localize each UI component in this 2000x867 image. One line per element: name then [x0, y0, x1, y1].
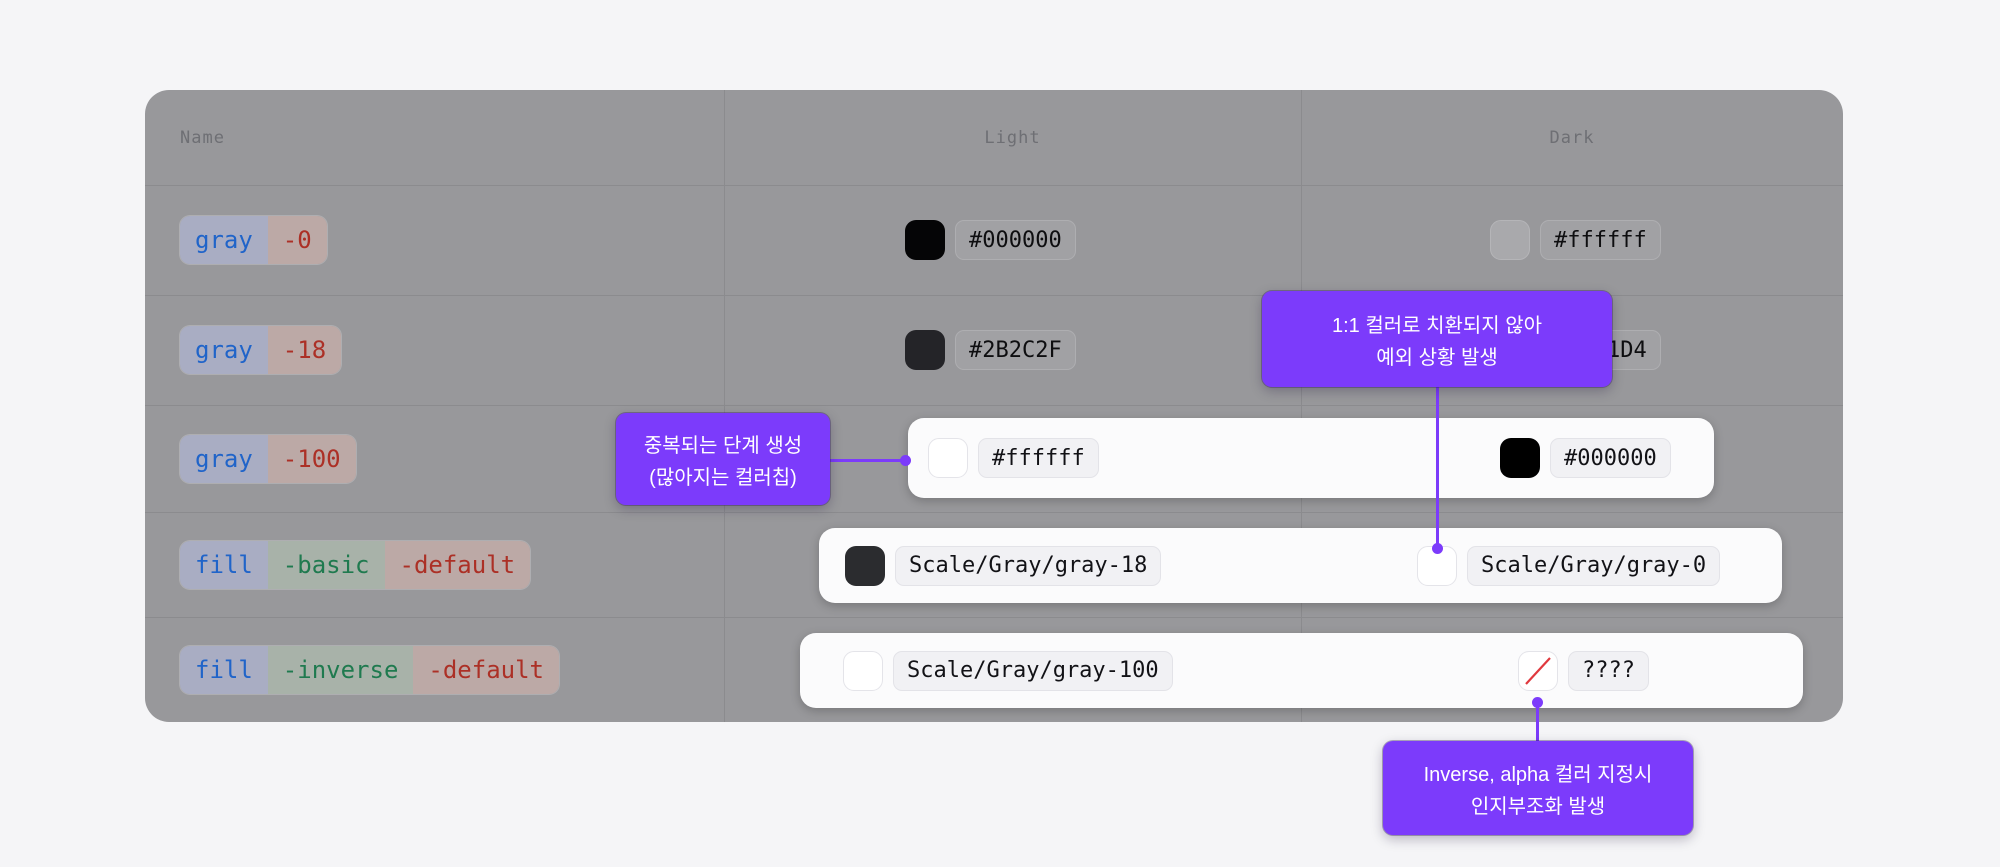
table-row: fill -inverse -default	[145, 617, 1843, 722]
token-segment: gray	[180, 326, 268, 374]
color-swatch	[1490, 220, 1530, 260]
highlight-card-gray-100: #ffffff #000000	[908, 418, 1714, 498]
light-value-group: #000000	[905, 220, 1076, 260]
tooltip-line: 중복되는 단계 생성	[643, 434, 803, 457]
color-swatch	[845, 545, 885, 586]
color-swatch	[1500, 438, 1540, 478]
token-segment: -0	[267, 216, 327, 264]
row-divider	[145, 185, 1843, 186]
color-value-chip: Scale/Gray/gray-0	[1467, 545, 1721, 586]
token-segment: fill	[180, 645, 268, 694]
tooltip-dissonance: Inverse, alpha 컬러 지정시 인지부조화 발생	[1383, 741, 1693, 835]
tooltip-line: Inverse, alpha 컬러 지정시	[1423, 763, 1653, 786]
light-value-group: #ffffff	[928, 438, 1099, 478]
light-value-group: Scale/Gray/gray-18	[845, 545, 1162, 586]
tooltip-line: 예외 상황 발생	[1376, 346, 1498, 369]
connector-line	[1536, 700, 1539, 741]
color-value-chip: Scale/Gray/gray-18	[895, 545, 1162, 586]
variables-table: Name Light Dark gray -0 #000000 #ffffff …	[145, 90, 1843, 722]
row-divider	[145, 512, 1843, 513]
dark-value-group: Scale/Gray/gray-0	[1417, 545, 1721, 586]
highlight-card-fill-inverse: Scale/Gray/gray-100 ????	[800, 633, 1803, 708]
token-name-chip: fill -basic -default	[180, 540, 531, 589]
tooltip-line: 인지부조화 발생	[1470, 795, 1606, 818]
dark-value-group: #ffffff	[1490, 220, 1661, 260]
column-header-dark: Dark	[1549, 127, 1595, 148]
table-row: gray -100	[145, 405, 1843, 512]
token-segment: -default	[384, 540, 531, 589]
table-row: gray -0 #000000 #ffffff	[145, 185, 1843, 295]
color-swatch	[905, 330, 945, 370]
row-divider	[145, 295, 1843, 296]
token-segment: -default	[413, 645, 559, 694]
token-segment: gray	[180, 434, 268, 483]
tooltip-line: 1:1 컬러로 치환되지 않아	[1331, 314, 1543, 337]
color-value-chip: #000000	[1550, 438, 1671, 478]
slash-icon	[1525, 656, 1551, 685]
tooltip-duplicate-steps: 중복되는 단계 생성 (많아지는 컬러칩)	[616, 413, 830, 505]
connector-line	[830, 459, 907, 462]
color-swatch	[843, 650, 883, 691]
color-value-chip: ????	[1568, 650, 1649, 691]
token-segment: fill	[180, 540, 268, 589]
light-value-group: #2B2C2F	[905, 330, 1076, 370]
token-segment: -inverse	[267, 645, 414, 694]
color-value-chip: #000000	[955, 220, 1076, 260]
column-header-name: Name	[180, 127, 225, 148]
token-name-chip: fill -inverse -default	[180, 645, 559, 694]
column-divider	[724, 90, 725, 722]
column-divider	[1301, 90, 1302, 722]
token-segment: -100	[267, 434, 356, 483]
tooltip-exception-case: 1:1 컬러로 치환되지 않아 예외 상황 발생	[1262, 291, 1612, 387]
token-name-chip: gray -100	[180, 434, 356, 483]
token-segment: -18	[267, 326, 342, 374]
color-swatch	[905, 220, 945, 260]
color-swatch	[928, 438, 968, 478]
connector-dot	[900, 455, 911, 466]
color-value-chip: #2B2C2F	[955, 330, 1076, 370]
color-value-chip: #ffffff	[1540, 220, 1661, 260]
highlight-card-fill-basic: Scale/Gray/gray-18 Scale/Gray/gray-0	[819, 528, 1782, 603]
color-value-chip: Scale/Gray/gray-100	[893, 650, 1173, 691]
row-divider	[145, 617, 1843, 618]
token-segment: -basic	[267, 540, 385, 589]
tooltip-line: (많아지는 컬러칩)	[649, 466, 797, 489]
connector-line	[1436, 387, 1439, 550]
light-value-group: Scale/Gray/gray-100	[843, 650, 1173, 691]
dark-value-group: ????	[1518, 650, 1649, 691]
row-divider	[145, 405, 1843, 406]
token-segment: gray	[180, 216, 268, 264]
connector-dot	[1532, 697, 1543, 708]
no-color-swatch	[1518, 650, 1558, 691]
connector-dot	[1432, 543, 1443, 554]
dark-value-group: #000000	[1500, 438, 1671, 478]
color-value-chip: #ffffff	[978, 438, 1099, 478]
token-name-chip: gray -18	[180, 326, 342, 374]
token-name-chip: gray -0	[180, 216, 327, 264]
column-header-light: Light	[984, 127, 1041, 148]
table-row: fill -basic -default	[145, 512, 1843, 617]
